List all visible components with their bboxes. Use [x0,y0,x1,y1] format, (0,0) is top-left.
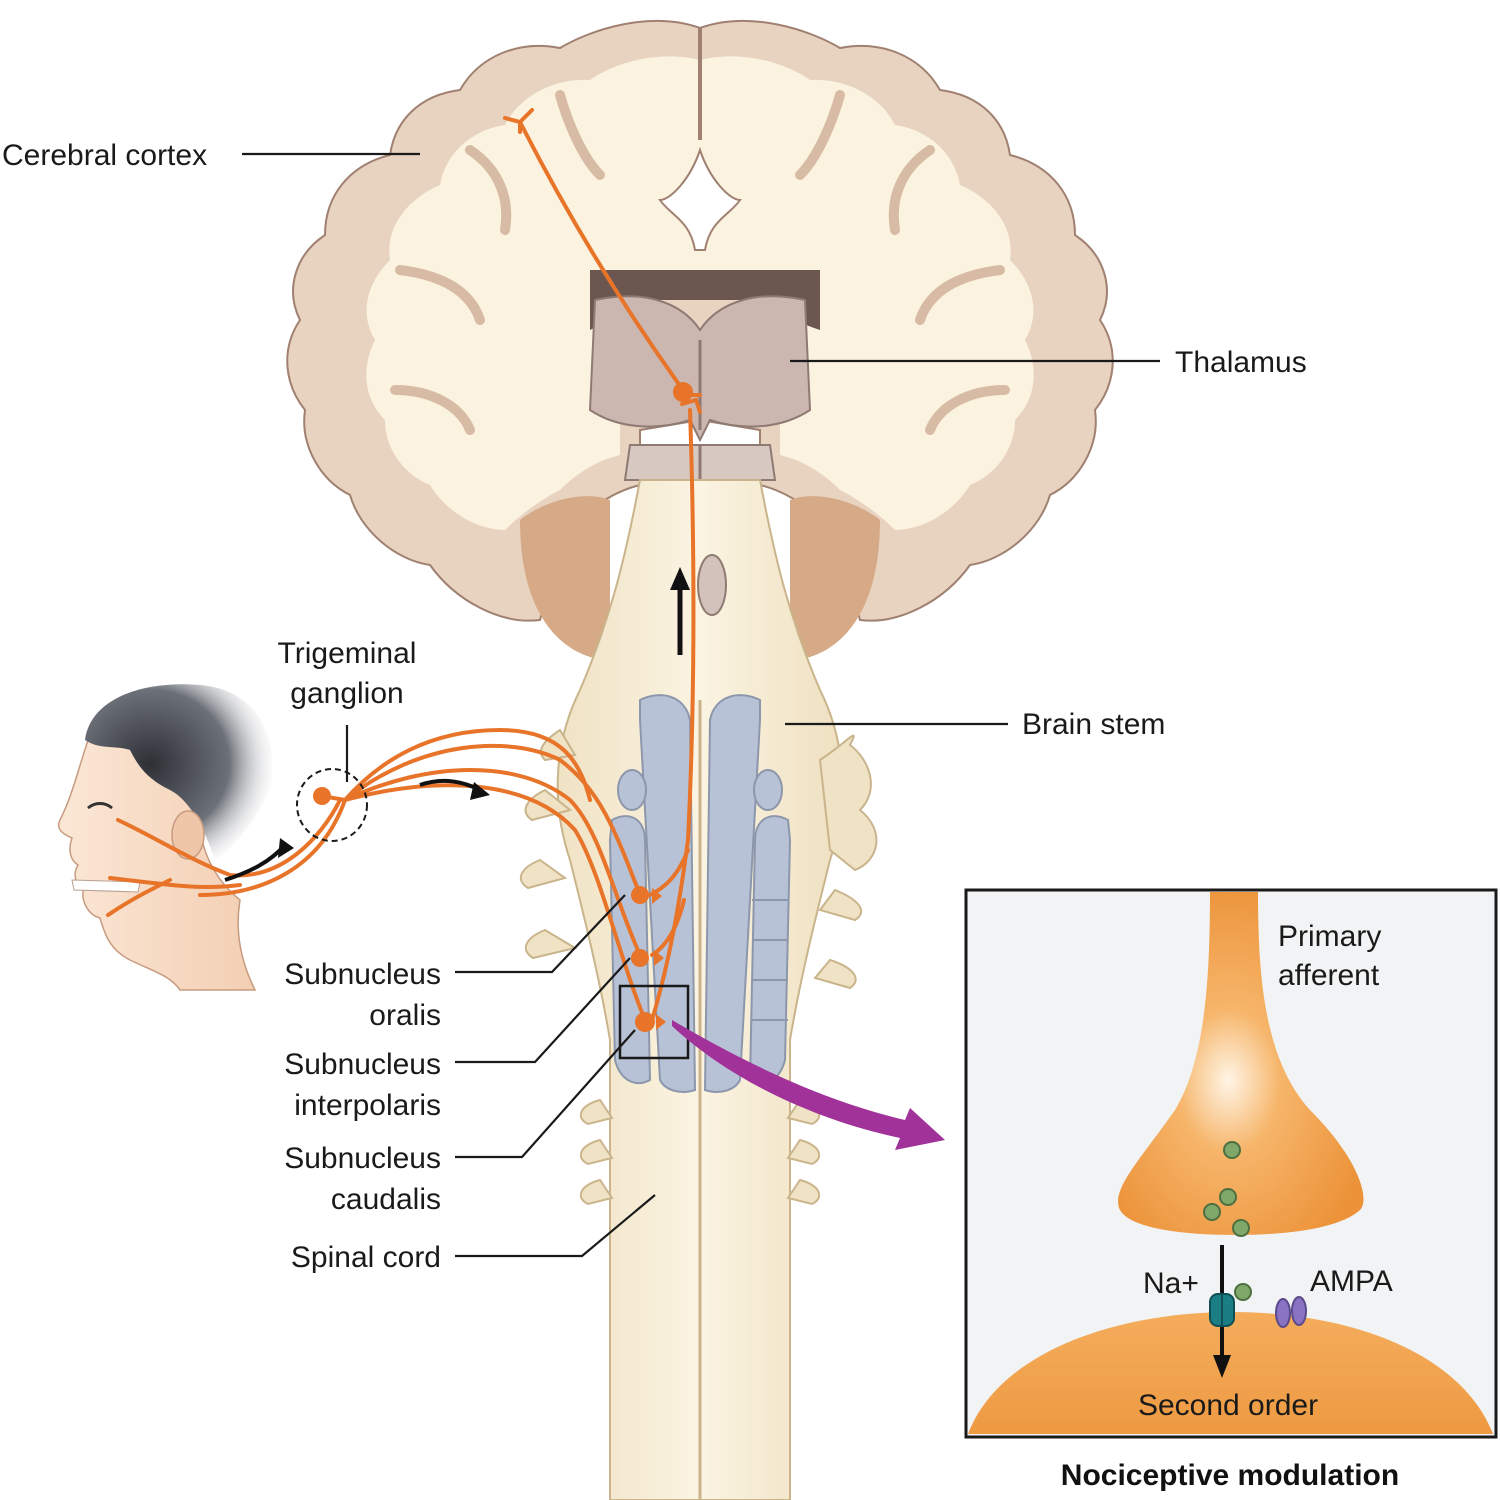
cortex-white-matter [366,56,1034,530]
inset-label-second-order: Second order [1138,1389,1318,1422]
inset-label-ampa: AMPA [1310,1265,1393,1298]
cortical-terminal [503,108,534,134]
lateral-ventricles [658,146,742,251]
synapse-inset: Primary afferent Na+ AMPA Second order [964,888,1498,1439]
na-channel-icon [1209,1293,1235,1327]
afferent-fiber-2 [343,768,642,957]
thalamic-neuron [673,382,693,402]
oralis-neuron [631,886,649,904]
neurotransmitter-vesicles [1203,1141,1252,1301]
trigeminal-ganglion-outline [296,768,368,842]
ear [171,810,205,860]
caudalis-zoom-box [618,984,690,1060]
inset-label-primary: Primary [1278,920,1381,953]
nociceptive-pathway [106,108,702,1032]
subnucleus-column-right [748,815,792,1085]
thalamus-dark-cap [590,270,820,330]
temporal-lobe-left [520,496,610,660]
nerve-roots-right [786,734,878,1206]
inset-label-afferent: afferent [1278,959,1380,992]
label-subnucleus-interpolaris-2: interpolaris [294,1089,441,1122]
eye [87,802,113,810]
ampa-receptor-icon [1275,1296,1307,1328]
subnucleus-column-left [608,815,652,1085]
label-subnucleus-oralis-1: Subnucleus [284,958,441,991]
label-subnucleus-caudalis-2: caudalis [331,1183,441,1216]
medial-nucleus-left [639,694,697,1093]
inset-second-order-neuron [968,1312,1493,1434]
label-trigeminal-ganglion-2: ganglion [290,677,403,710]
leader-lines [242,152,1160,1258]
label-subnucleus-oralis-2: oralis [369,999,441,1032]
ganglion-cell-body [313,787,331,805]
label-cerebral-cortex: Cerebral cortex [2,139,207,172]
inset-primary-afferent-terminal [1118,892,1364,1235]
hair [85,684,273,860]
facial-nerve-branch-3 [106,878,172,917]
label-brain-stem: Brain stem [1022,708,1165,741]
afferent-fiber-1 [343,743,642,897]
facial-nerve-branch-2 [108,876,242,889]
cerebrum [286,20,1114,622]
label-trigeminal-ganglion-1: Trigeminal [278,637,417,670]
interpolaris-neuron [631,949,649,967]
thalamocortical-tract [518,120,685,392]
cortex-sulci [390,90,1010,435]
medial-nucleus-right [703,694,761,1093]
temporal-lobe-right [790,496,880,660]
afferent-fiber-3 [343,783,647,1022]
caudalis-neuron [635,1012,655,1032]
trigeminal-nerve [198,727,592,897]
inset-label-na: Na+ [1143,1267,1199,1300]
brainstem [519,479,878,1500]
labels: Cerebral cortex Thalamus Brain stem Trig… [2,139,1307,1274]
label-spinal-cord: Spinal cord [291,1241,441,1274]
second-order-tract [650,408,696,1022]
inset-caption: Nociceptive modulation [1061,1459,1399,1492]
cerebral-aqueduct [697,554,727,616]
facial-nerve-branch-1 [116,798,342,878]
label-subnucleus-interpolaris-1: Subnucleus [284,1048,441,1081]
face [58,719,257,991]
zoom-arrow [672,1020,945,1150]
direction-arrows [224,567,690,882]
label-subnucleus-caudalis-1: Subnucleus [284,1142,441,1175]
teeth [71,879,141,893]
human-head [58,684,273,991]
label-thalamus: Thalamus [1175,346,1307,379]
